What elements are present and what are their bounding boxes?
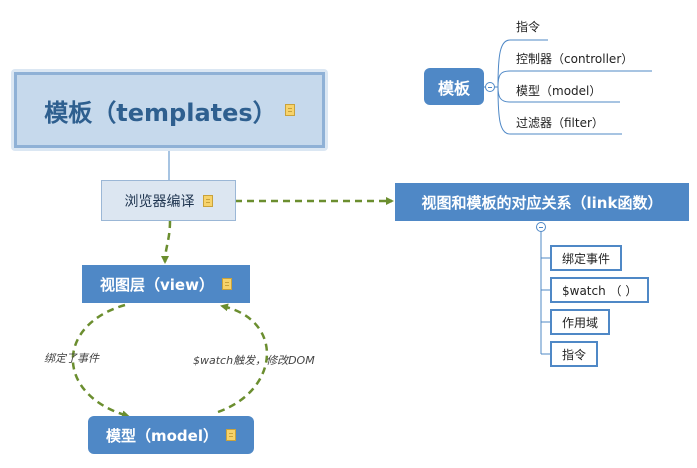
edge-label-watch-trigger: $watch触发，修改DOM [193,354,315,367]
relation-child-label: 作用域 [562,316,599,330]
model-layer-label: 模型（model） [106,426,218,445]
relation-topic-label: 视图和模板的对应关系（link函数） [421,193,663,212]
template-collapse-toggle[interactable] [485,82,495,92]
relation-topic[interactable]: 视图和模板的对应关系（link函数） [395,183,689,221]
root-topic-label: 模板（templates） [44,98,277,127]
relation-child-bind-event[interactable]: 绑定事件 [550,245,623,271]
template-topic-label: 模板 [437,78,470,98]
relation-child-label: 绑定事件 [562,252,611,266]
view-layer-label: 视图层（view） [100,275,214,294]
model-view-arrow [217,303,269,414]
edge-label-bind-event: 绑定了事件 [44,352,99,365]
compile-topic-label: 浏览器编译 [124,193,195,210]
note-icon [221,278,232,290]
compile-view-arrow [161,220,172,264]
relation-child-scope[interactable]: 作用域 [550,309,611,335]
model-layer-topic[interactable]: 模型（model） [88,416,254,454]
note-icon [226,429,236,441]
relation-child-label: $watch （ ） [562,284,638,298]
template-branch-1 [497,39,548,88]
note-icon [284,104,295,116]
root-topic[interactable]: 模板（templates） [11,69,328,151]
relation-collapse-toggle[interactable] [536,222,546,232]
template-child-filter[interactable]: 过滤器（filter） [516,116,604,130]
compile-topic[interactable]: 浏览器编译 [101,180,236,221]
template-branch-2 [497,70,652,88]
view-model-arrow [71,303,130,419]
relation-child-watch[interactable]: $watch （ ） [550,277,650,303]
template-child-model[interactable]: 模型（model） [516,84,602,98]
relation-child-label: 指令 [562,348,587,362]
note-icon [202,194,213,207]
template-child-directive[interactable]: 指令 [516,20,541,34]
template-topic[interactable]: 模板 [424,68,484,105]
relation-child-directive[interactable]: 指令 [550,341,599,367]
template-branch-4 [497,86,622,135]
view-layer-topic[interactable]: 视图层（view） [82,265,250,303]
template-child-controller[interactable]: 控制器（controller） [516,52,634,66]
root-topic-inner: 模板（templates） [14,72,325,148]
